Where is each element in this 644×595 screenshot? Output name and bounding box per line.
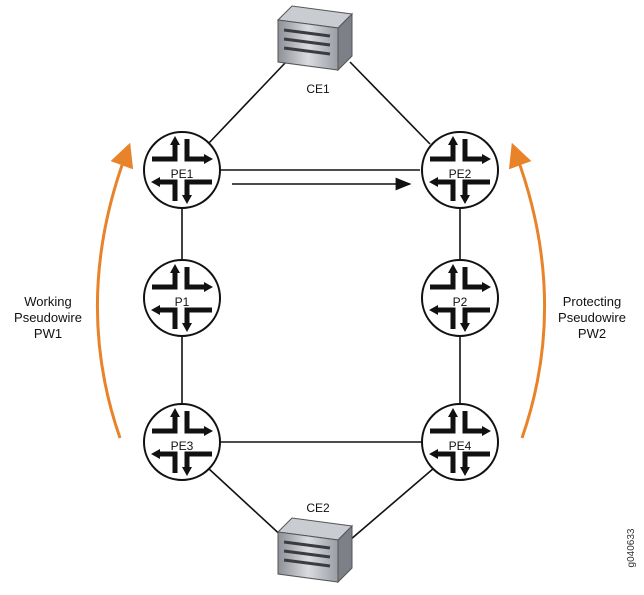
- working-label-line1: Working: [24, 294, 71, 309]
- protecting-pseudowire-arc: [508, 142, 547, 439]
- protecting-label-line1: Protecting: [563, 294, 622, 309]
- link-ce1-pe1: [207, 61, 287, 145]
- link-pe4-ce2: [349, 467, 435, 541]
- working-label-line2: Pseudowire: [14, 310, 82, 325]
- p2-label: P2: [453, 295, 468, 309]
- ce2-label: CE2: [306, 501, 330, 515]
- pe1-label: PE1: [171, 167, 194, 181]
- working-label-line3: PW1: [34, 326, 62, 341]
- ce1-label: CE1: [306, 82, 330, 96]
- pe2-label: PE2: [449, 167, 472, 181]
- pe4-label: PE4: [449, 439, 472, 453]
- p1-label: P1: [175, 295, 190, 309]
- ce2-switch-icon: [276, 516, 354, 584]
- link-pe3-ce2: [207, 467, 287, 541]
- pe3-label: PE3: [171, 439, 194, 453]
- ce1-switch-icon: [276, 4, 354, 72]
- working-pseudowire-arc: [95, 142, 134, 439]
- protecting-label-line2: Pseudowire: [558, 310, 626, 325]
- protecting-label-line3: PW2: [578, 326, 606, 341]
- figure-id: g040633: [626, 528, 637, 567]
- link-ce1-pe2: [349, 61, 431, 145]
